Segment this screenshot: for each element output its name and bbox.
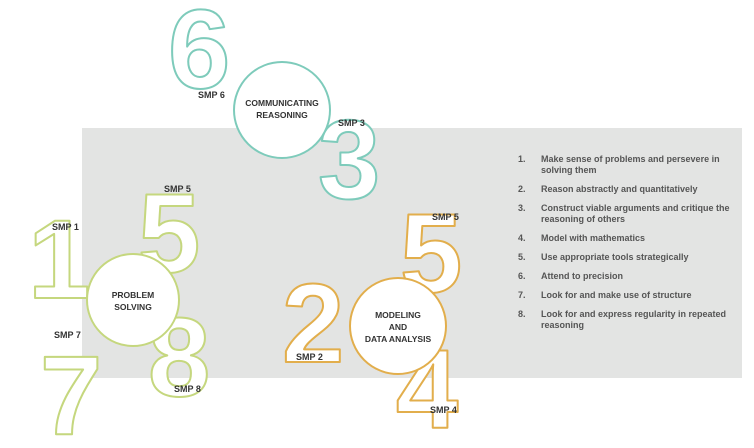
label-smp-8: SMP 8	[174, 384, 201, 394]
label-smp-1: SMP 1	[52, 222, 79, 232]
communicating-title-line2: REASONING	[256, 110, 308, 120]
practice-text: Model with mathematics	[541, 233, 646, 243]
practice-number: 3.	[518, 203, 526, 213]
modeling-title-line2: AND	[389, 322, 407, 332]
practice-item: 5. Use appropriate tools strategically	[518, 252, 733, 263]
digit-2: 2	[282, 261, 344, 386]
communicating-title-line1: COMMUNICATING	[245, 98, 319, 108]
group-problem-solving: 1 5 7 8	[27, 170, 211, 448]
label-smp-2: SMP 2	[296, 352, 323, 362]
group-modeling-data-analysis: 2 5 4	[281, 190, 463, 448]
practice-item: 1. Make sense of problems and persevere i…	[518, 154, 733, 176]
practice-number: 7.	[518, 290, 526, 300]
digit-3: 3	[318, 97, 380, 222]
communicating-hub	[233, 61, 331, 159]
practice-text: Reason abstractly and quantitatively	[541, 184, 698, 194]
practice-text: Construct viable arguments and critique …	[541, 203, 730, 224]
practice-number: 6.	[518, 271, 526, 281]
modeling-title-line1: MODELING	[375, 310, 421, 320]
practice-text: Look for and make use of structure	[541, 290, 692, 300]
practice-item: 3. Construct viable arguments and critiqu…	[518, 203, 733, 225]
problem-solving-title-line2: SOLVING	[114, 302, 152, 312]
label-smp-3: SMP 3	[338, 118, 365, 128]
label-smp-6: SMP 6	[198, 90, 225, 100]
practice-text: Use appropriate tools strategically	[541, 252, 689, 262]
practice-item: 4. Model with mathematics	[518, 233, 733, 244]
label-smp-5-green: SMP 5	[164, 184, 191, 194]
modeling-hub	[349, 277, 447, 375]
practice-item: 7. Look for and make use of structure	[518, 290, 733, 301]
practice-number: 1.	[518, 154, 526, 164]
practice-number: 4.	[518, 233, 526, 243]
digit-6: 6	[168, 0, 230, 112]
practices-list: 1. Make sense of problems and persevere i…	[518, 154, 733, 339]
label-smp-5-orange: SMP 5	[432, 212, 459, 222]
digit-7: 7	[40, 333, 102, 448]
practice-item: 8. Look for and express regularity in rep…	[518, 309, 733, 331]
label-smp-7: SMP 7	[54, 330, 81, 340]
digit-1: 1	[28, 197, 90, 322]
group-communicating-reasoning: 6 3	[167, 0, 381, 223]
problem-solving-title-line1: PROBLEM	[112, 290, 155, 300]
practice-text: Make sense of problems and persevere in …	[541, 154, 720, 175]
practice-number: 5.	[518, 252, 526, 262]
practice-text: Attend to precision	[541, 271, 624, 281]
modeling-title-line3: DATA ANALYSIS	[365, 334, 432, 344]
practice-item: 2. Reason abstractly and quantitatively	[518, 184, 733, 195]
practice-number: 8.	[518, 309, 526, 319]
practice-item: 6. Attend to precision	[518, 271, 733, 282]
label-smp-4: SMP 4	[430, 405, 457, 415]
practice-text: Look for and express regularity in repea…	[541, 309, 727, 330]
problem-solving-hub	[86, 253, 180, 347]
practice-number: 2.	[518, 184, 526, 194]
